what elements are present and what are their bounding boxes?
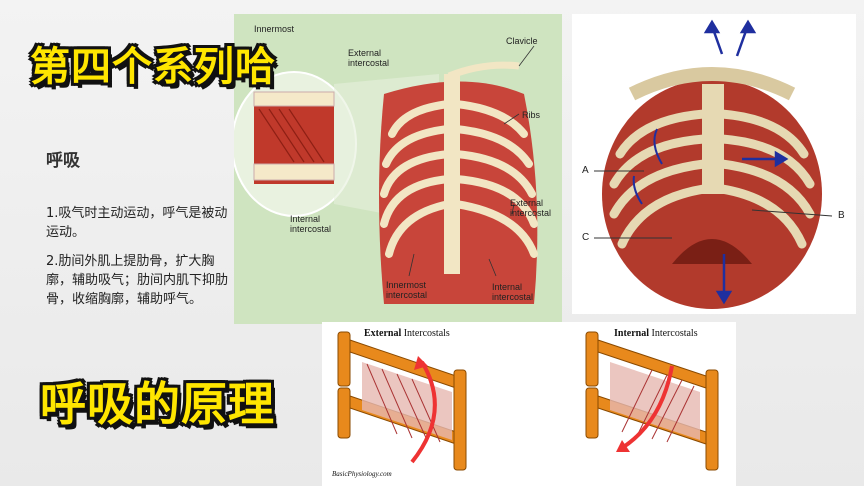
paragraph-2: 2.肋间外肌上提肋骨，扩大胸廓，辅助吸气；肋间内肌下抑肋骨，收缩胸廓，辅助呼气。 (46, 254, 229, 307)
thorax-illustration (594, 19, 833, 309)
intercostal-diagram (337, 331, 719, 471)
credit-text: BasicPhysiology.com (332, 470, 392, 478)
label-c: C (582, 232, 590, 243)
internal-intercostals-title: Internal Intercostals (614, 328, 698, 339)
paragraph-1: 1.吸气时主动运动，呼气是被动运动。 (46, 206, 228, 240)
label-clavicle: Clavicle (506, 36, 538, 46)
label-innermost-intercostal-bottom: Innermost intercostal (386, 280, 428, 300)
label-ribs: Ribs (522, 110, 541, 120)
label-external-intercostal-right: External intercostal (510, 198, 552, 218)
rib-cage-illustration (234, 45, 538, 304)
label-external-intercostal-top: External intercostal (348, 48, 390, 68)
label-a: A (582, 165, 589, 176)
label-b: B (838, 210, 845, 221)
rib-cage-panel: Innermost External intercostal Clavicle … (234, 14, 562, 324)
label-internal-intercostal-bottom: Internal intercostal (492, 282, 534, 302)
external-intercostals-title: External Intercostals (364, 328, 450, 339)
thorax-panel: A C B (572, 14, 856, 314)
title-bottom-sticker: 呼吸的原理 (40, 377, 275, 431)
title-top-sticker: 第四个系列哈 (30, 44, 276, 90)
label-internal-intercostal: Internal intercostal (290, 214, 332, 234)
section-heading: 呼吸 (46, 151, 80, 171)
label-innermost-top: Innermost (254, 24, 295, 34)
intercostal-diagram-panel: External Intercostals Internal Intercost… (322, 322, 736, 486)
